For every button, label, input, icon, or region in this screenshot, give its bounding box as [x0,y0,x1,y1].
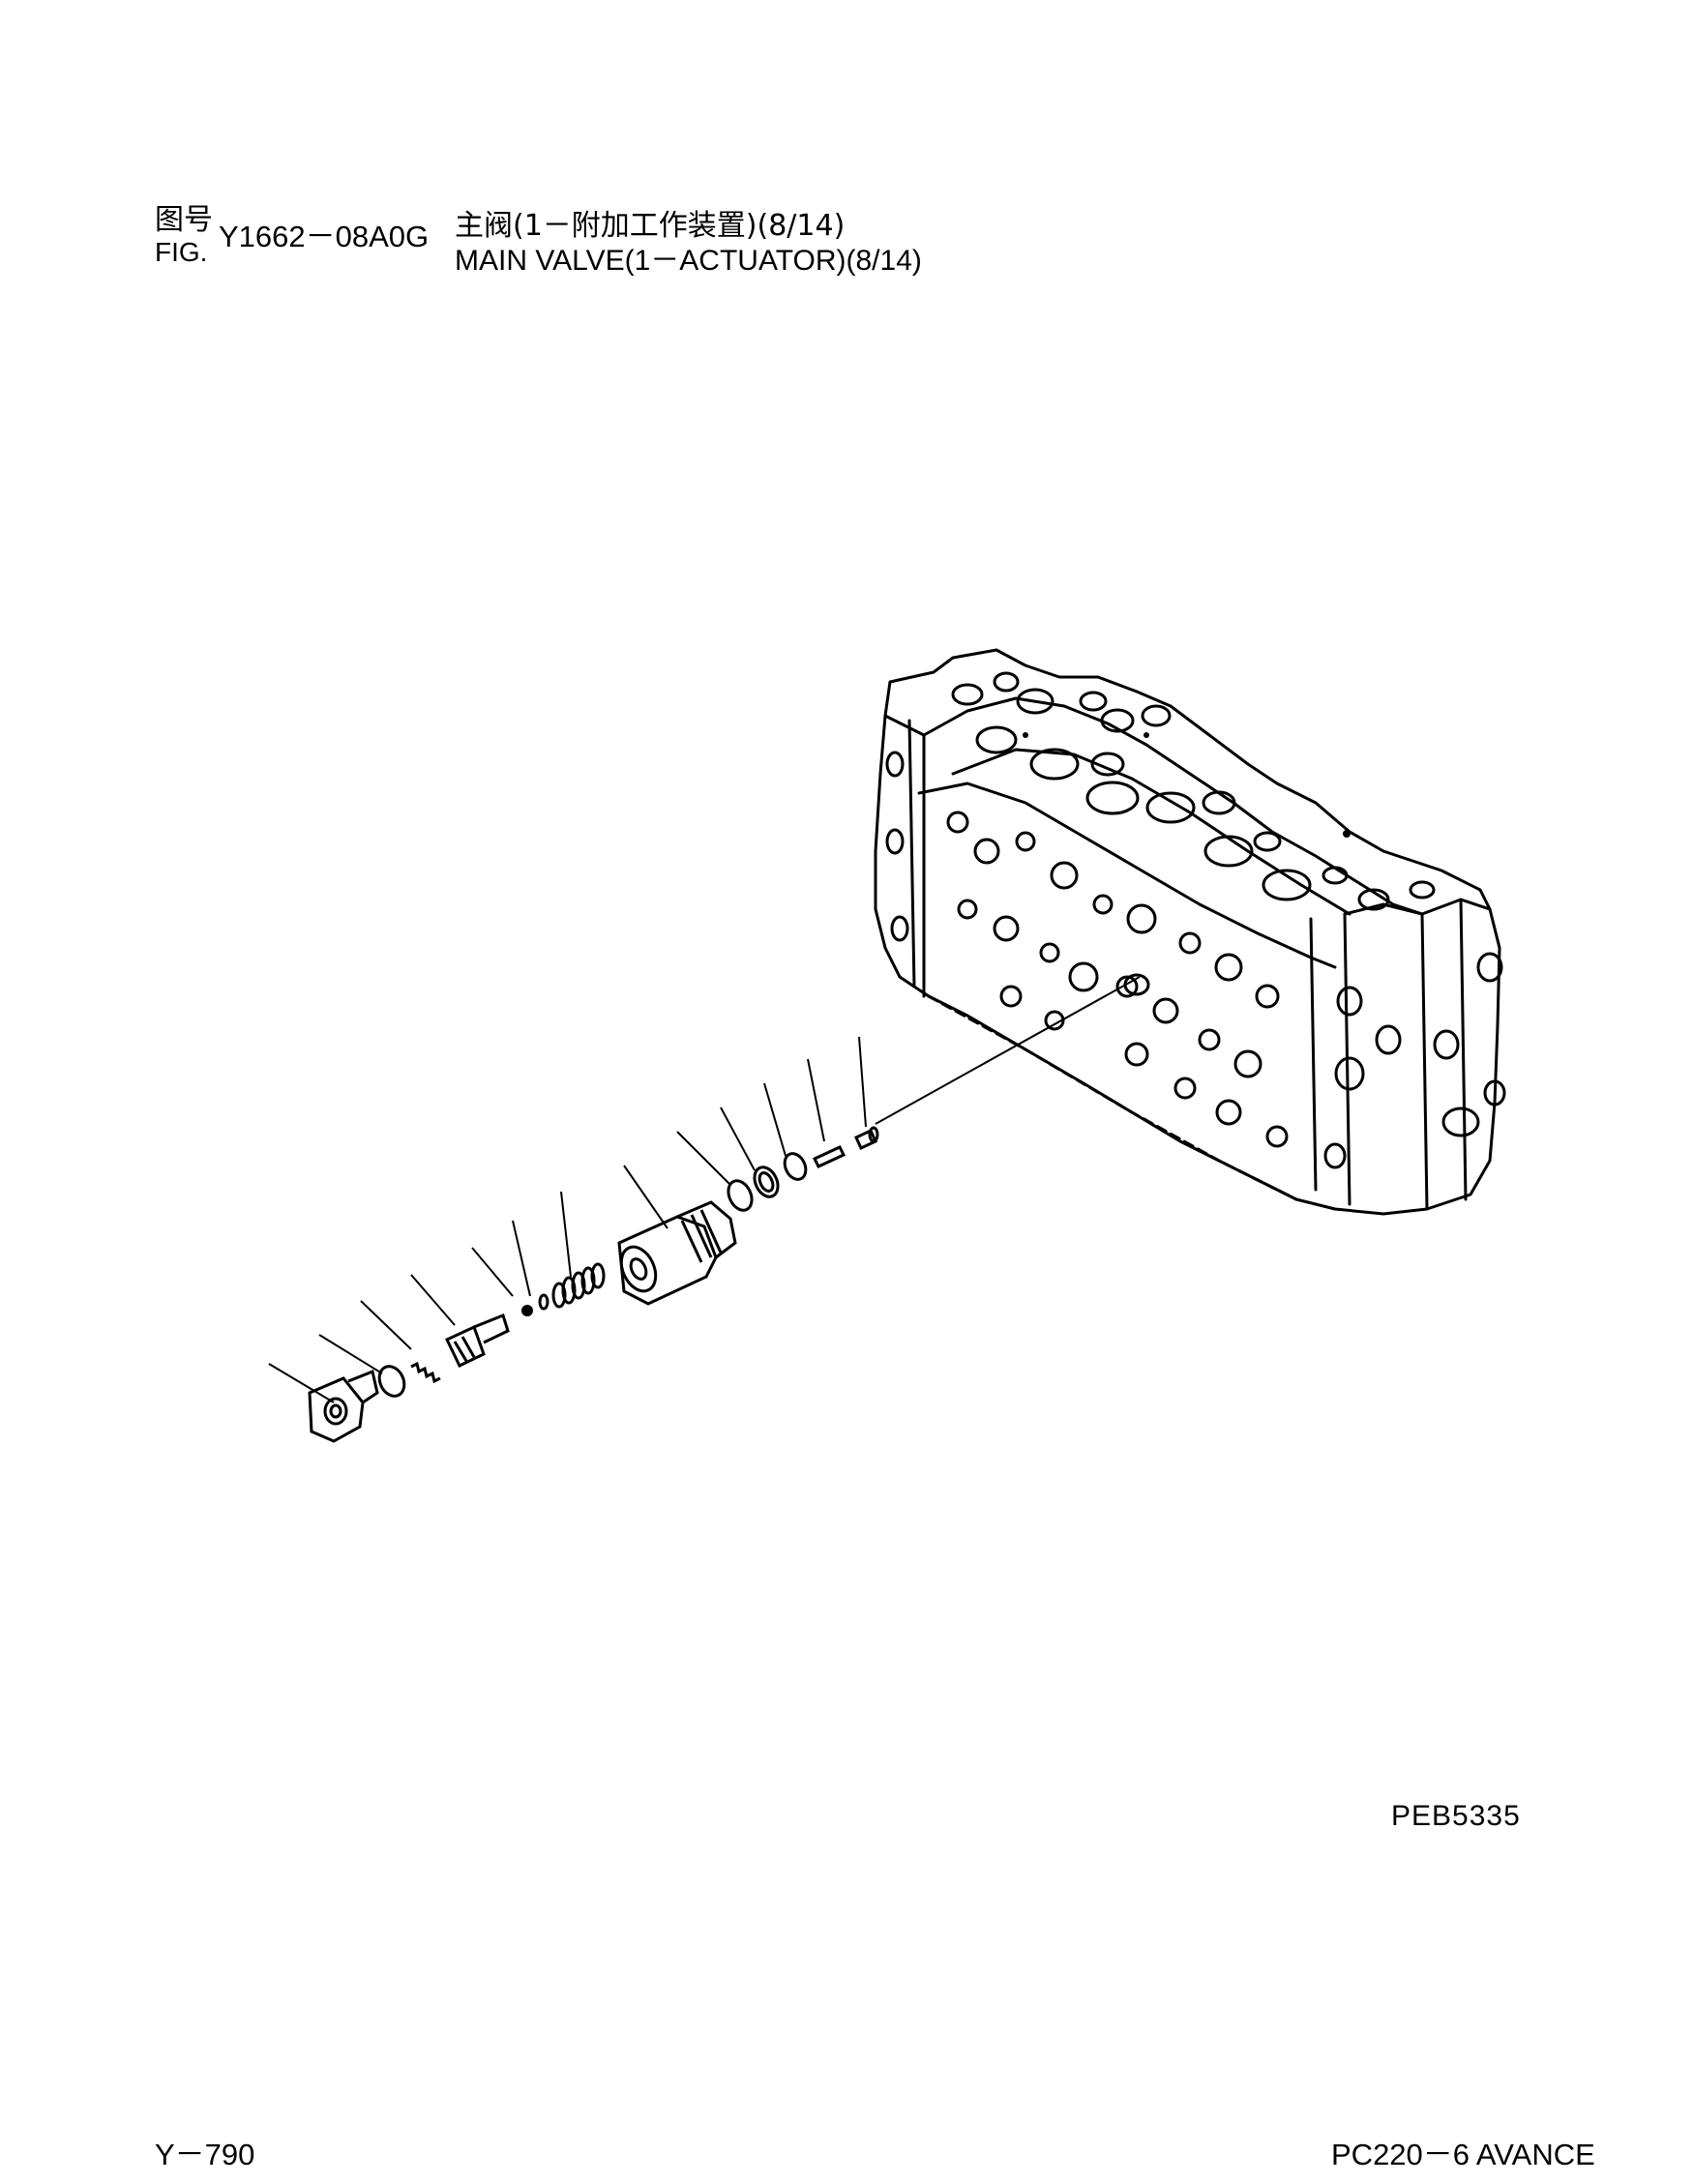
small-spring-part [410,1361,441,1384]
assembly-axis-line [875,976,1141,1125]
figure-title-cn: 主阀(1－附加工作装置)(8/14) [455,209,846,243]
nipple-part [854,1126,879,1150]
main-valve-block [874,648,1501,1216]
figure-title-en: MAIN VALVE(1－ACTUATOR)(8/14) [455,245,922,277]
o-ring-small-part [783,1152,808,1181]
fig-number: Y1662－08A0G [219,220,430,253]
valve-filled-ports [1023,732,1351,838]
page-number: Y－790 [155,2138,255,2171]
backup-ring-part [753,1166,780,1198]
poppet-part [444,1313,510,1369]
fig-label-en: FIG. [155,237,208,267]
ball-part [521,1305,533,1316]
small-ring-part [538,1293,549,1311]
fig-label-cn: 图号 [155,203,213,237]
spring-part [551,1262,606,1309]
pin-part [812,1145,846,1168]
seal-ring-part [727,1179,754,1212]
drawing-code: PEB5335 [1391,1800,1521,1832]
valve-body-part [617,1200,737,1306]
o-ring-part [377,1365,406,1398]
leader-lines [268,1036,867,1403]
machine-model: PC220－6 AVANCE [1331,2138,1595,2171]
figure-header: 图号 FIG. Y1662－08A0G 主阀(1－附加工作装置)(8/14) M… [155,198,1122,285]
valve-ports [885,671,1506,1169]
plug-part [308,1369,379,1443]
